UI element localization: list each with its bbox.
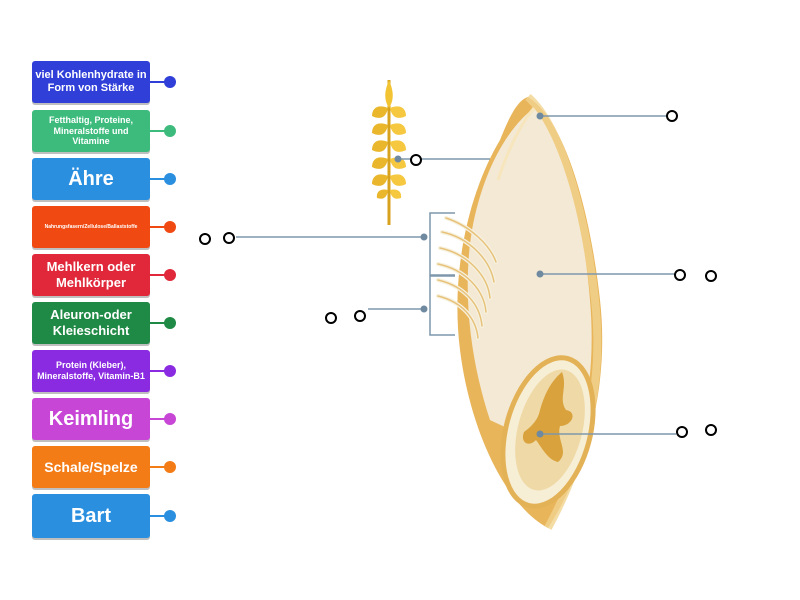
label-pin	[164, 413, 176, 425]
label-tile-germ[interactable]: Keimling	[32, 398, 150, 440]
label-text: viel Kohlenhydrate in Form von Stärke	[35, 68, 147, 94]
label-text: Protein (Kleber), Mineralstoffe, Vitamin…	[37, 360, 145, 381]
drop-target-bran-b[interactable]	[223, 232, 235, 244]
pointer-lines	[236, 115, 676, 435]
pointer-dots	[394, 112, 544, 438]
bran-layers	[436, 216, 498, 340]
drop-target-bran-a[interactable]	[199, 233, 211, 245]
label-pin	[164, 317, 176, 329]
label-tile-protein-b1[interactable]: Protein (Kleber), Mineralstoffe, Vitamin…	[32, 350, 150, 392]
label-text: Bart	[70, 505, 111, 527]
label-text: Fetthaltig, Proteine, Mineralstoffe und …	[48, 114, 133, 147]
label-text: Nahrungsfasern/Zellulose/Ballaststoffe	[44, 224, 138, 230]
drop-target-husk[interactable]	[666, 110, 678, 122]
label-tile-ear[interactable]: Ähre	[32, 158, 150, 200]
label-tile-beard[interactable]: Bart	[32, 494, 150, 538]
label-pin	[164, 269, 176, 281]
label-pin	[164, 221, 176, 233]
drop-target-endosperm-b[interactable]	[705, 270, 717, 282]
label-pin	[164, 461, 176, 473]
drop-target-aleurone-a[interactable]	[325, 312, 337, 324]
label-tile-fiber[interactable]: Nahrungsfasern/Zellulose/Ballaststoffe	[32, 206, 150, 248]
label-pin	[164, 510, 176, 522]
wheat-ear-icon	[372, 80, 406, 225]
label-text: Schale/Spelze	[44, 458, 138, 475]
drop-target-ear[interactable]	[410, 154, 422, 166]
label-tile-aleurone[interactable]: Aleuron-oder Kleieschicht	[32, 302, 150, 344]
bran-brackets	[429, 212, 455, 336]
germ	[500, 355, 596, 509]
drop-target-germ-a[interactable]	[676, 426, 688, 438]
label-pin	[164, 76, 176, 88]
label-tile-endosperm[interactable]: Mehlkern oder Mehlkörper	[32, 254, 150, 296]
label-tile-husk[interactable]: Schale/Spelze	[32, 446, 150, 488]
label-text: Mehlkern oder Mehlkörper	[46, 259, 136, 290]
drop-target-endosperm-a[interactable]	[674, 269, 686, 281]
label-text: Ähre	[68, 168, 114, 190]
drop-target-aleurone-b[interactable]	[354, 310, 366, 322]
label-pin	[164, 125, 176, 137]
label-pin	[164, 365, 176, 377]
label-pin	[164, 173, 176, 185]
label-text: Keimling	[48, 408, 134, 430]
label-tile-starch[interactable]: viel Kohlenhydrate in Form von Stärke	[32, 61, 150, 103]
label-tile-fat-protein[interactable]: Fetthaltig, Proteine, Mineralstoffe und …	[32, 110, 150, 152]
drop-target-germ-b[interactable]	[705, 424, 717, 436]
label-text: Aleuron-oder Kleieschicht	[50, 307, 132, 338]
